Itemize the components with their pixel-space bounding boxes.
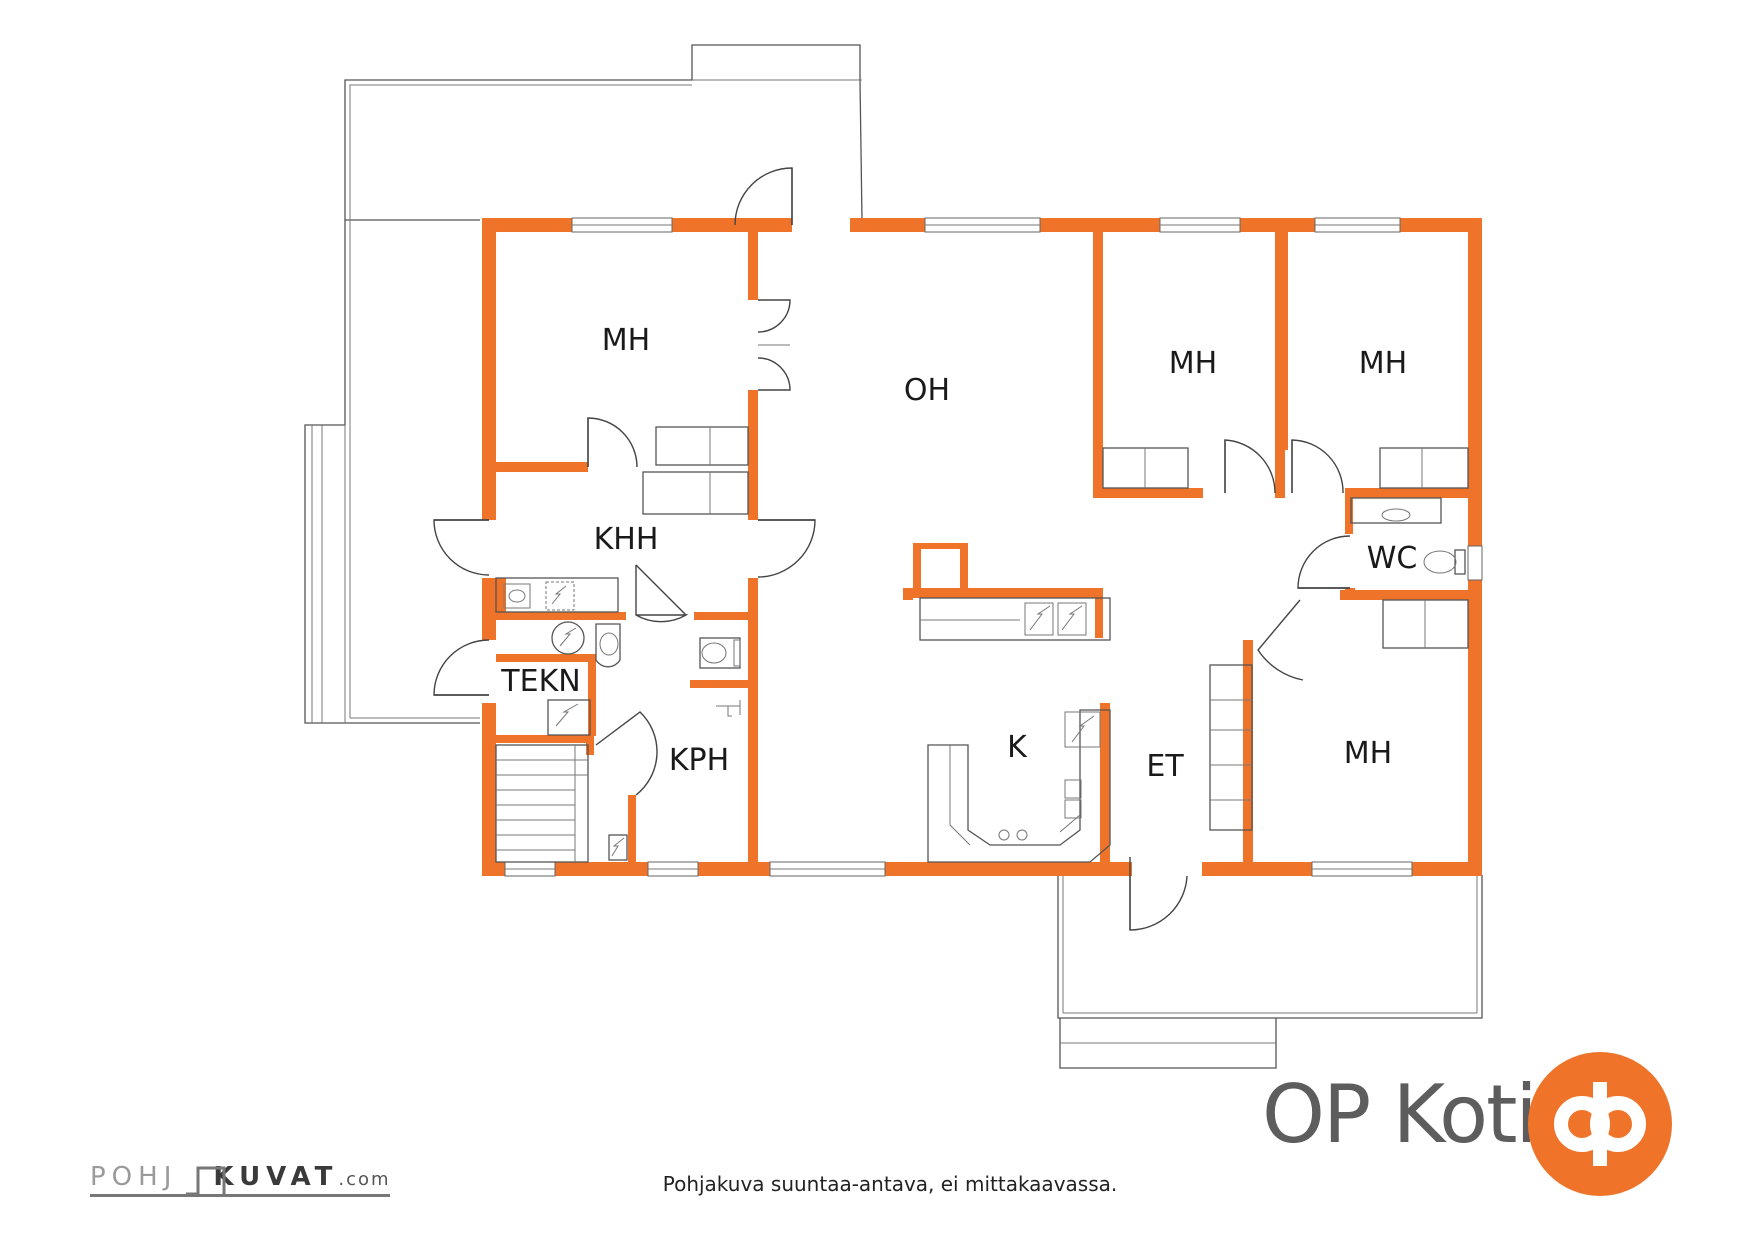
room-label-kph: KPH: [669, 743, 729, 778]
pohjakuvat-watermark: POHJ KUVAT.com: [90, 1158, 400, 1198]
pohjakuvat-part-3: .com: [338, 1169, 391, 1190]
deck-south: [1057, 875, 1483, 1069]
pohjakuvat-underline: [90, 1194, 390, 1197]
op-logo-icon: [1528, 1052, 1672, 1196]
deck-west: [304, 44, 863, 724]
windows: [504, 217, 1483, 877]
room-label-mh-2: MH: [1169, 346, 1217, 381]
pohjakuvat-stair-icon: [186, 1166, 226, 1196]
brand-name: OP Koti: [1262, 1068, 1538, 1161]
pohjakuvat-text: POHJ KUVAT.com: [90, 1162, 391, 1192]
room-label-k: K: [1007, 730, 1028, 765]
room-labels: MH OH MH MH KHH WC TEKN KPH K ET MH: [500, 323, 1417, 784]
doors: [433, 167, 1351, 931]
room-label-oh: OH: [904, 373, 950, 408]
pohjakuvat-part-1: POHJ: [90, 1162, 178, 1192]
disclaimer-text: Pohjakuva suuntaa-antava, ei mittakaavas…: [662, 1172, 1118, 1196]
fixtures: [495, 426, 1469, 863]
interior-walls: [496, 232, 1468, 862]
room-label-mh-1: MH: [602, 323, 650, 358]
room-label-mh-4: MH: [1344, 736, 1392, 771]
room-label-tekn: TEKN: [500, 664, 580, 699]
room-label-mh-3: MH: [1359, 346, 1407, 381]
room-label-khh: KHH: [594, 522, 659, 557]
room-label-et: ET: [1146, 749, 1184, 784]
pohjakuvat-part-2: KUVAT: [213, 1162, 339, 1192]
room-label-wc: WC: [1367, 541, 1418, 576]
